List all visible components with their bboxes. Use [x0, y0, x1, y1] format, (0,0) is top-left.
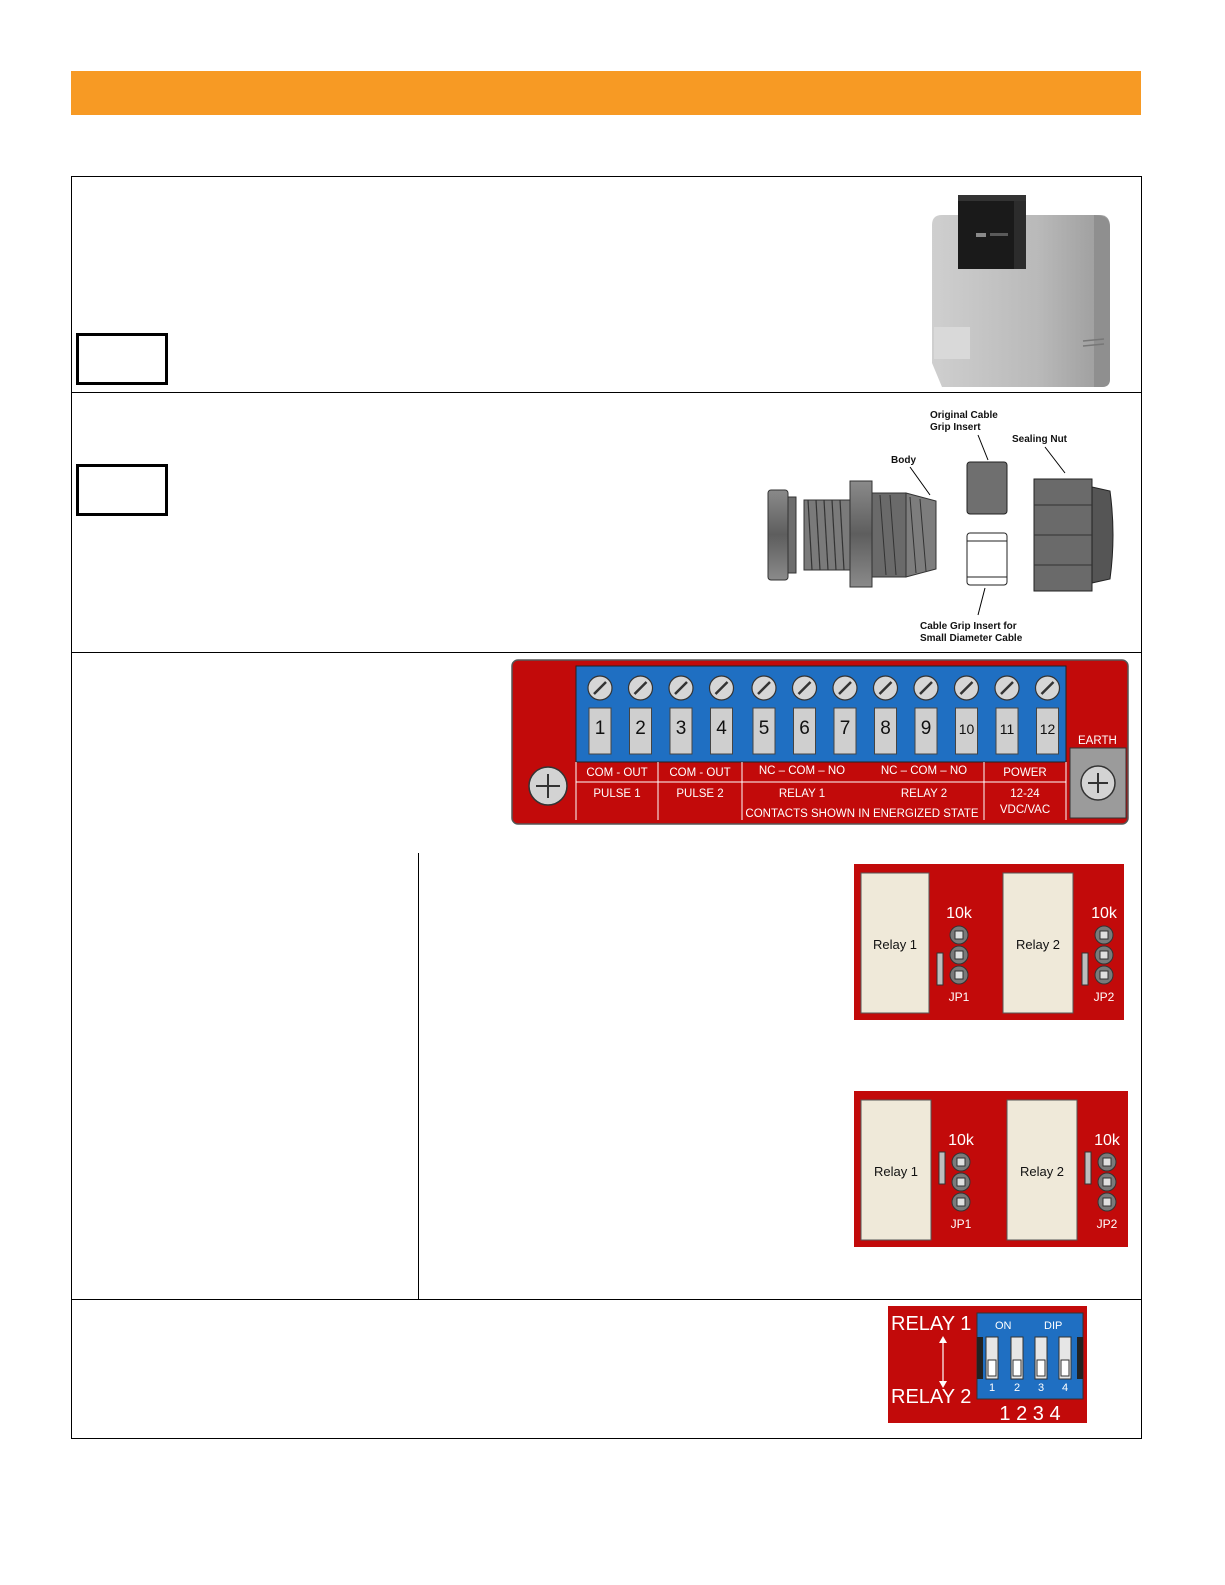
earth-label: EARTH	[1078, 735, 1117, 747]
jp1-label-lower: JP1	[951, 1217, 972, 1231]
relay-1-label-upper: Relay 1	[873, 937, 917, 952]
dip-bottom-numbers: 1 2 3 4	[999, 1403, 1060, 1424]
terminal-tab-9	[914, 707, 938, 755]
group-3-top: NC – COM – NO	[759, 765, 845, 777]
terminal-screw-slot-5	[757, 681, 771, 695]
jumper-diagram-upper: Relay 1 Relay 2 10k 10k JP1 JP2	[854, 864, 1124, 1020]
original-insert-label-1: Original Cable	[930, 410, 998, 421]
jumper-diagram-lower: Relay 1 Relay 2 10k 10k JP1 JP2	[854, 1091, 1128, 1247]
jp1-label-upper: JP1	[949, 990, 970, 1004]
contacts-note: CONTACTS SHOWN IN ENERGIZED STATE	[745, 808, 979, 820]
divider-1	[71, 392, 1142, 393]
terminal-tab-6	[793, 707, 816, 755]
terminal-tab-8	[874, 707, 897, 755]
header-bar	[71, 71, 1141, 115]
terminal-number-3: 3	[676, 718, 687, 739]
group-5-top: POWER	[1003, 767, 1046, 779]
relay-2-label-upper: Relay 2	[1016, 937, 1060, 952]
small-insert-label-2: Small Diameter Cable	[920, 633, 1023, 644]
terminal-screw-slot-11	[1000, 681, 1014, 695]
terminal-number-11: 11	[1000, 721, 1015, 737]
terminal-tab-5	[752, 707, 776, 755]
empty-checkbox-1	[76, 333, 168, 385]
resistor-label-jp2-lower: 10k	[1094, 1132, 1121, 1149]
dip-switch-4-num: 4	[1062, 1382, 1068, 1394]
terminal-screw-slot-4	[714, 681, 729, 695]
terminal-number-7: 7	[840, 718, 851, 739]
empty-checkbox-2	[76, 464, 168, 516]
group-4-top: NC – COM – NO	[881, 765, 967, 777]
group-2-top: COM - OUT	[669, 767, 730, 779]
terminal-number-2: 2	[635, 718, 646, 739]
terminal-tab-2	[629, 707, 652, 755]
terminal-screw-slot-2	[633, 681, 648, 695]
relay-1-label-lower: Relay 1	[874, 1164, 918, 1179]
group-5-bottom-2: VDC/VAC	[1000, 804, 1050, 816]
dip-relay-2-label: RELAY 2	[891, 1386, 971, 1408]
group-4-bottom: RELAY 2	[901, 788, 947, 800]
jp2-label-upper: JP2	[1094, 990, 1115, 1004]
divider-2	[71, 652, 1142, 653]
terminal-number-4: 4	[716, 718, 727, 739]
terminal-tab-12	[1036, 707, 1059, 755]
terminal-number-1: 1	[595, 718, 606, 739]
small-insert-label-1: Cable Grip Insert for	[920, 621, 1017, 632]
body-label: Body	[891, 455, 916, 466]
terminal-tab-11	[995, 707, 1019, 755]
terminal-tab-4	[710, 707, 733, 755]
terminal-screw-slot-6	[797, 681, 812, 695]
terminal-tab-7	[833, 707, 857, 755]
terminal-screw-slot-10	[959, 681, 974, 695]
terminal-number-6: 6	[799, 718, 810, 739]
dip-switch-1-num: 1	[989, 1382, 995, 1394]
original-insert-label-2: Grip Insert	[930, 422, 981, 433]
dip-switch-3-num: 3	[1038, 1382, 1044, 1394]
terminal-number-12: 12	[1040, 721, 1056, 737]
cable-gland-diagram: Body Original Cable Grip Insert Cable Gr…	[767, 410, 1114, 644]
dip-on-label: ON	[995, 1320, 1012, 1332]
sealing-nut-label: Sealing Nut	[1012, 434, 1068, 445]
terminal-screw-slot-9	[919, 681, 933, 695]
terminal-tab-3	[669, 707, 693, 755]
group-5-bottom-1: 12-24	[1010, 788, 1040, 800]
relay-2-label-lower: Relay 2	[1020, 1164, 1064, 1179]
group-1-top: COM - OUT	[586, 767, 647, 779]
content-frame	[71, 176, 1142, 1439]
column-divider	[418, 853, 419, 1299]
terminal-screw-slot-8	[878, 681, 893, 695]
terminal-number-5: 5	[759, 718, 770, 739]
terminal-screw-slot-7	[838, 681, 852, 695]
resistor-label-jp2-upper: 10k	[1091, 905, 1118, 922]
dip-relay-1-label: RELAY 1	[891, 1313, 971, 1335]
divider-3	[71, 1299, 1142, 1300]
terminal-number-8: 8	[880, 718, 891, 739]
terminal-screw-slot-12	[1040, 681, 1055, 695]
resistor-label-jp1-upper: 10k	[946, 905, 973, 922]
terminal-screw-slot-3	[674, 681, 688, 695]
terminal-screw-slot-1	[593, 681, 607, 695]
resistor-label-jp1-lower: 10k	[948, 1132, 975, 1149]
dip-switch-2-num: 2	[1014, 1382, 1020, 1394]
group-3-bottom: RELAY 1	[779, 788, 825, 800]
group-1-bottom: PULSE 1	[593, 788, 640, 800]
jp2-label-lower: JP2	[1097, 1217, 1118, 1231]
terminal-number-10: 10	[959, 721, 975, 737]
terminal-number-9: 9	[921, 718, 932, 739]
dip-switch-diagram: RELAY 1 RELAY 2 ON DIP 1 2 3 4 1 2 3 4	[888, 1306, 1087, 1424]
device-photo	[932, 195, 1110, 387]
dip-dip-label: DIP	[1044, 1320, 1062, 1332]
group-2-bottom: PULSE 2	[676, 788, 723, 800]
terminal-tab-10	[955, 707, 978, 755]
terminal-tab-1	[588, 707, 612, 755]
